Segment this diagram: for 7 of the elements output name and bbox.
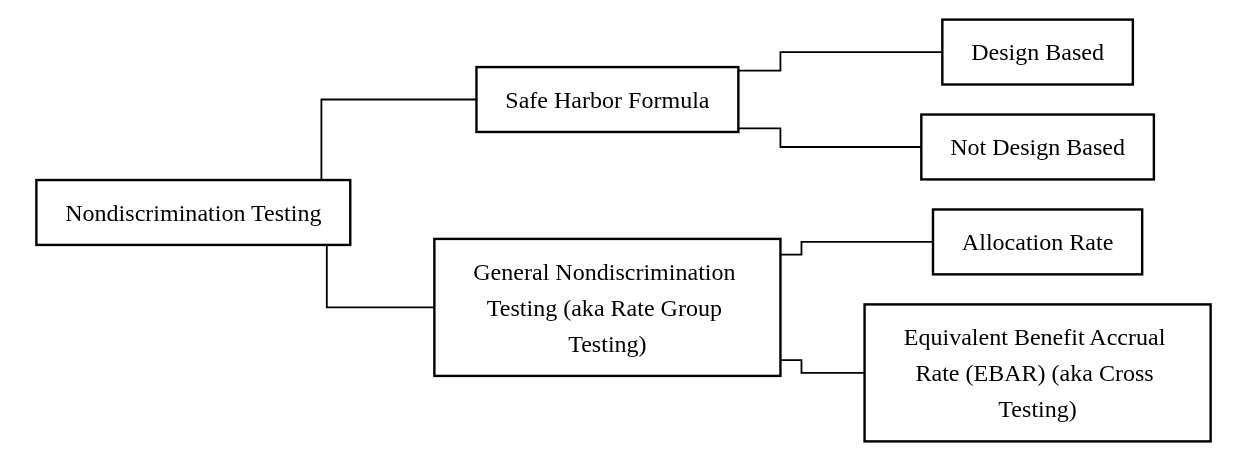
node-box: Not Design Based	[920, 113, 1156, 181]
node-box: Allocation Rate	[931, 208, 1144, 276]
node-box: Nondiscrimination Testing	[35, 178, 352, 247]
node-box: Safe Harbor Formula	[475, 65, 740, 134]
node-box: General Nondiscrimination Testing (aka Rate Group Testing)	[433, 237, 782, 378]
node-box: Design Based	[941, 18, 1135, 86]
node-box: Equivalent Benefit Accrual Rate (EBAR) (aka Cross Testing)	[863, 303, 1212, 443]
